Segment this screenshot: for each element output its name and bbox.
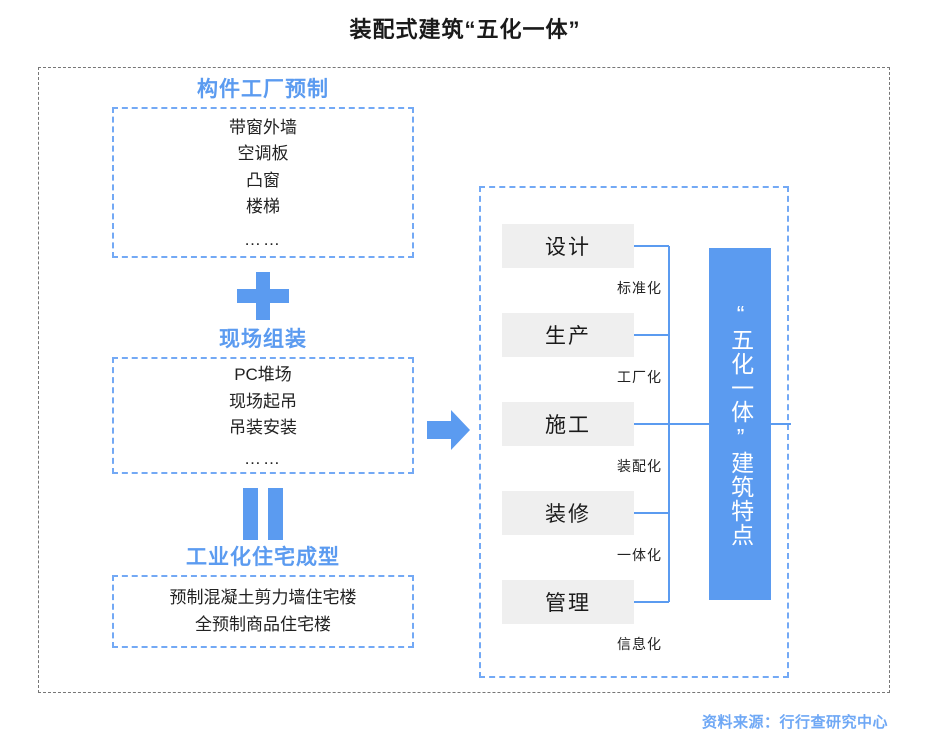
right-arrow-icon [427,409,471,451]
industrialized-housing-box: 预制混凝土剪力墙住宅楼 全预制商品住宅楼 [112,575,414,649]
operator-equals-wrap [112,488,414,541]
equals-icon [243,488,283,541]
list-item: PC堆场 [234,365,292,385]
section-heading-industrialized: 工业化住宅成型 [186,546,340,570]
stage-box-design: 设计 [502,224,634,268]
ellipsis-text: …… [244,449,282,469]
page-title: 装配式建筑“五化一体” [349,17,581,42]
list-item: 空调板 [237,144,289,164]
stage-box-decoration: 装修 [502,491,634,535]
outer-dashed-frame [38,67,890,693]
stage-label-decoration: 一体化 [617,547,662,563]
list-item: 现场起吊 [229,391,297,411]
plus-icon [237,272,289,321]
prefab-components-box: 带窗外墙 空调板 凸窗 楼梯 …… [112,107,414,259]
stage-label-management: 信息化 [617,636,662,652]
operator-plus-wrap [112,272,414,321]
stage-label-production: 工厂化 [617,369,662,385]
stage-box-construction: 施工 [502,402,634,446]
stage-box-production: 生产 [502,313,634,357]
stage-label-construction: 装配化 [617,458,662,474]
summary-bar: “五化一体”建筑特点 [709,248,771,600]
stage-box-management: 管理 [502,580,634,624]
ellipsis-text: …… [244,230,282,250]
list-item: 吊装安装 [229,417,297,437]
source-note: 资料来源：行行查研究中心 [701,714,888,731]
list-item: 全预制商品住宅楼 [195,614,331,634]
five-modernizations-panel: 设计 标准化 生产 工厂化 施工 装配化 装修 一体化 管理 信息化 [479,186,791,678]
stage-label-design: 标准化 [617,280,662,296]
list-item: 带窗外墙 [229,117,297,137]
onsite-assembly-box: PC堆场 现场起吊 吊装安装 …… [112,357,414,475]
list-item: 凸窗 [246,170,280,190]
section-heading-onsite: 现场组装 [219,328,307,352]
left-column: 构件工厂预制 带窗外墙 空调板 凸窗 楼梯 …… 现场组装 PC堆场 现场起吊 … [112,78,414,649]
list-item: 预制混凝土剪力墙住宅楼 [169,588,357,608]
summary-bar-text: “五化一体”建筑特点 [727,301,754,547]
section-heading-prefab: 构件工厂预制 [197,78,329,101]
list-item: 楼梯 [246,196,280,216]
